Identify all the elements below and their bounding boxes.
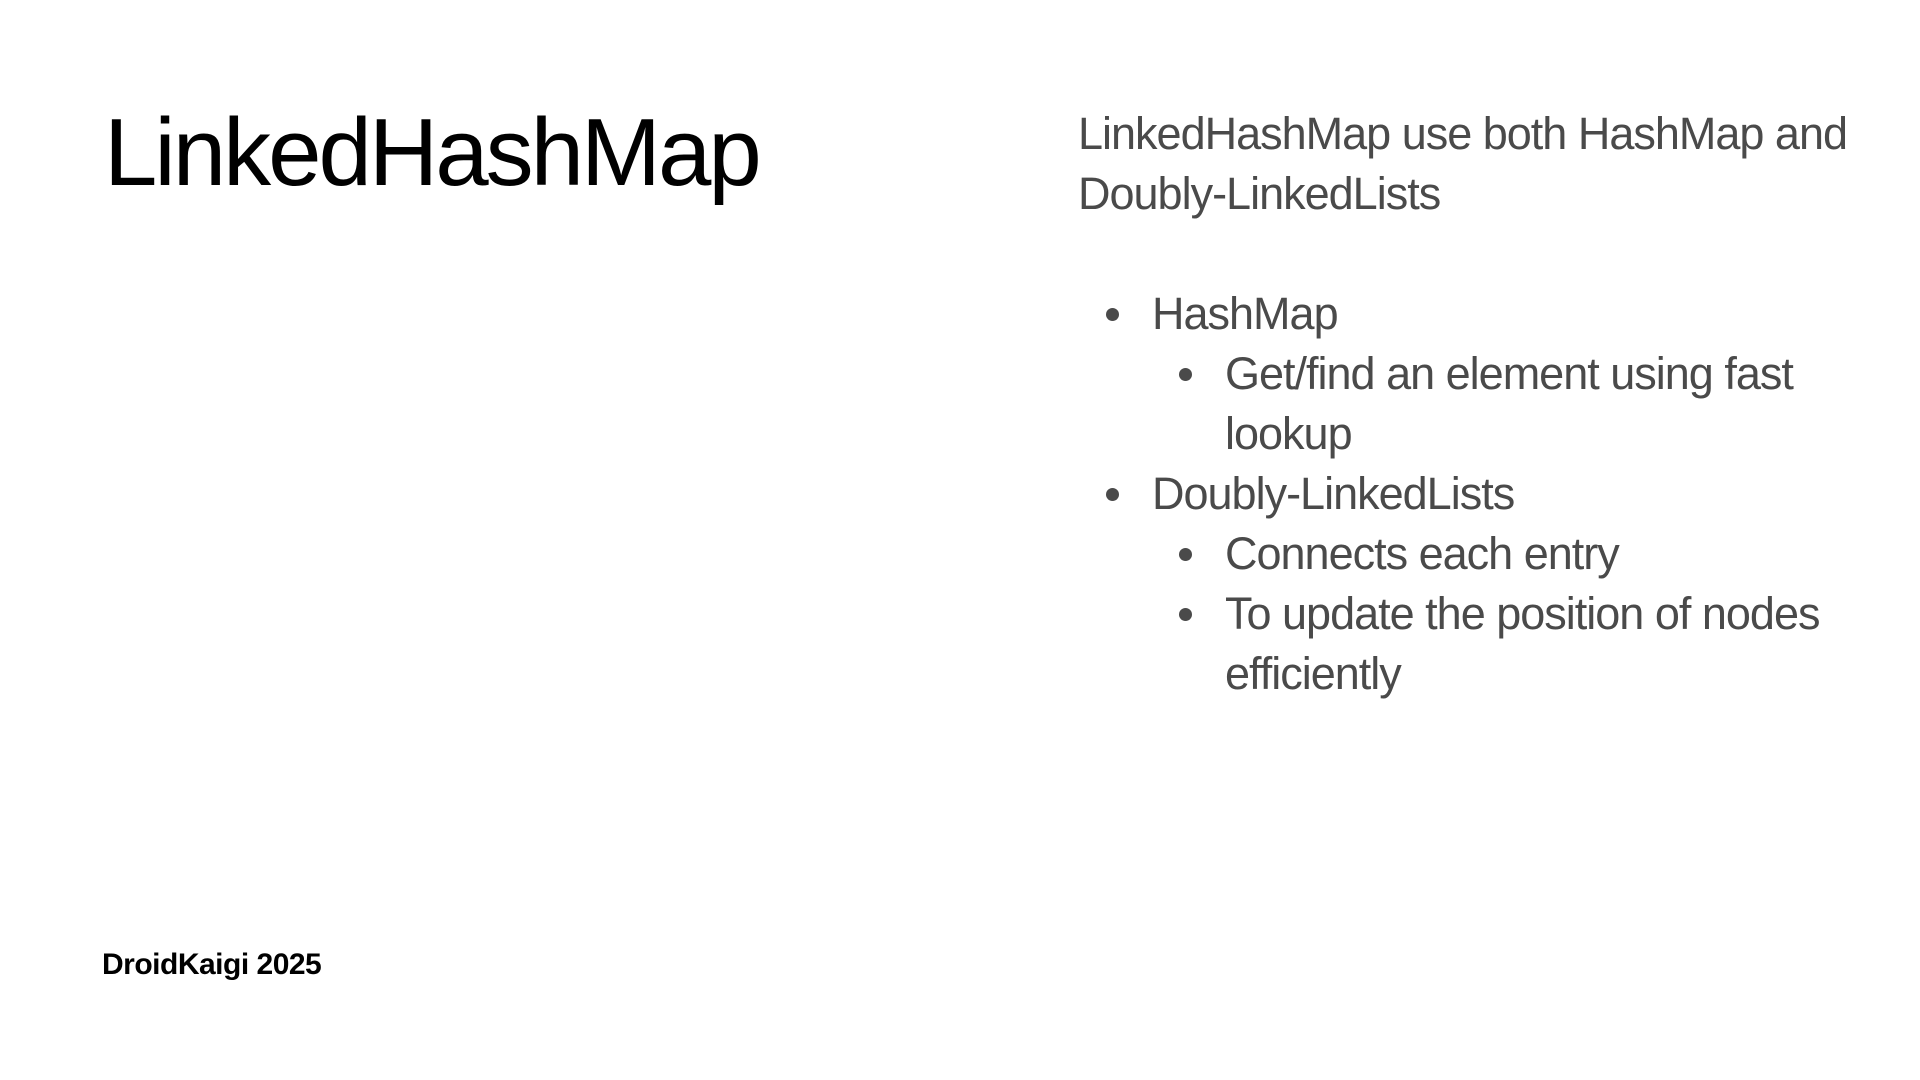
slide-content: LinkedHashMap use both HashMap and Doubl… (1078, 104, 1858, 704)
footer-event-label: DroidKaigi 2025 (102, 948, 322, 981)
bullet-icon (1179, 608, 1192, 621)
sub-bullet-list: Get/find an element using fast lookup (1152, 344, 1858, 464)
bullet-icon (1179, 548, 1192, 561)
bullet-list: HashMap Get/find an element using fast l… (1078, 284, 1858, 704)
bullet-label: Doubly-LinkedLists (1152, 468, 1515, 519)
slide-title: LinkedHashMap (104, 99, 762, 206)
sub-bullet-label: Connects each entry (1225, 528, 1620, 579)
sub-bullet-label: To update the position of nodes efficien… (1225, 588, 1820, 699)
sub-bullet-list: Connects each entry To update the positi… (1152, 524, 1858, 704)
bullet-icon (1106, 308, 1119, 321)
bullet-icon (1106, 488, 1119, 501)
bullet-label: HashMap (1152, 288, 1339, 339)
sub-bullet-item: To update the position of nodes efficien… (1179, 584, 1858, 704)
sub-bullet-item: Get/find an element using fast lookup (1179, 344, 1858, 464)
bullet-icon (1179, 368, 1192, 381)
sub-bullet-label: Get/find an element using fast lookup (1225, 348, 1794, 459)
bullet-item-hashmap: HashMap Get/find an element using fast l… (1106, 284, 1858, 464)
bullet-item-doubly-linkedlists: Doubly-LinkedLists Connects each entry T… (1106, 464, 1858, 704)
sub-bullet-item: Connects each entry (1179, 524, 1858, 584)
intro-text: LinkedHashMap use both HashMap and Doubl… (1078, 108, 1848, 219)
